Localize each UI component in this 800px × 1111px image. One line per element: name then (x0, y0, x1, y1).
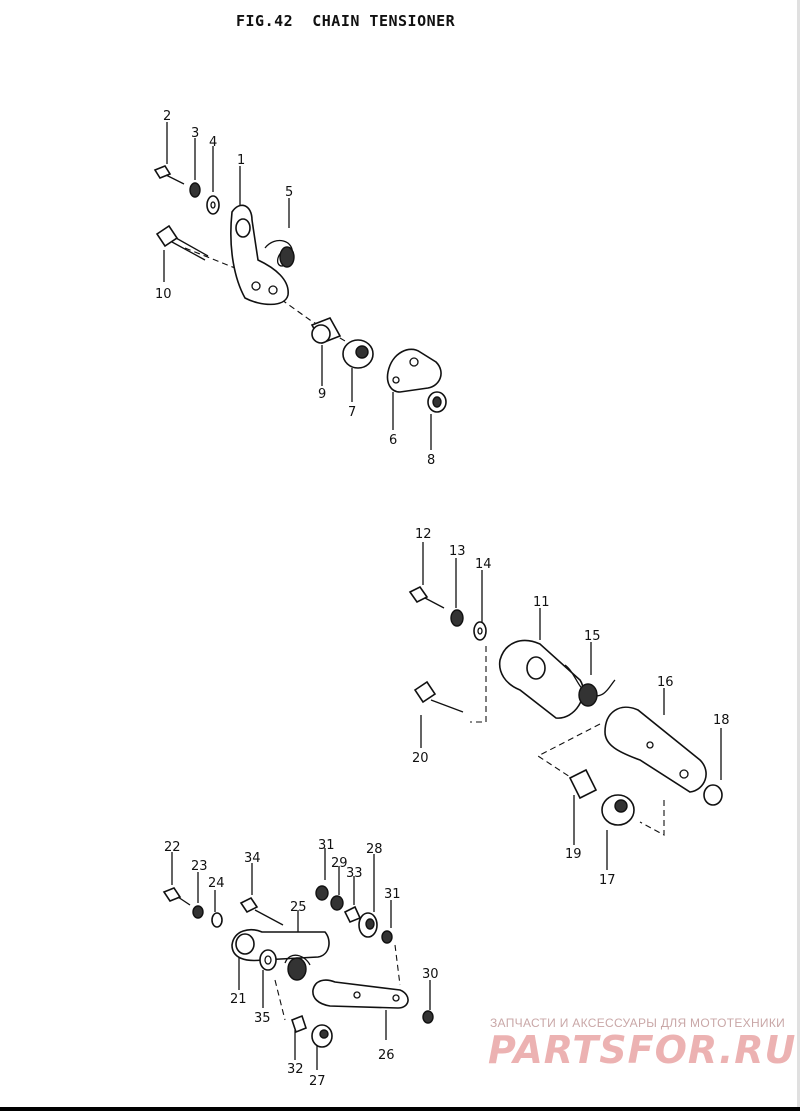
callout-25: 25 (290, 900, 307, 915)
callout-14: 14 (475, 557, 492, 572)
callout-5: 5 (285, 185, 293, 200)
callout-20: 20 (412, 751, 429, 766)
callout-labels: 1 2 3 4 5 6 7 8 9 10 11 12 13 14 15 16 1… (155, 109, 730, 1089)
assembly-middle (408, 542, 723, 870)
callout-31: 31 (318, 838, 335, 853)
assembly-lower (162, 848, 434, 1070)
callout-7: 7 (348, 405, 356, 420)
right-edge (797, 0, 800, 1111)
callout-35: 35 (254, 1011, 271, 1026)
callout-17: 17 (599, 873, 616, 888)
callout-19: 19 (565, 847, 582, 862)
callout-26: 26 (378, 1048, 395, 1063)
watermark-logo: PARTSFOR.RU (488, 1028, 797, 1072)
callout-27: 27 (309, 1074, 326, 1089)
assembly-upper (153, 122, 447, 450)
callout-6: 6 (389, 433, 397, 448)
callout-11: 11 (533, 595, 550, 610)
callout-3: 3 (191, 126, 199, 141)
callout-15: 15 (584, 629, 601, 644)
callout-24: 24 (208, 876, 225, 891)
figure-title: FIG.42 CHAIN TENSIONER (236, 12, 456, 30)
callout-29: 29 (331, 856, 348, 871)
callout-23: 23 (191, 859, 208, 874)
callout-18: 18 (713, 713, 730, 728)
callout-8: 8 (427, 453, 435, 468)
callout-2: 2 (163, 109, 171, 124)
callout-32: 32 (287, 1062, 304, 1077)
callout-33: 33 (346, 866, 363, 881)
callout-1: 1 (237, 153, 245, 168)
callout-13: 13 (449, 544, 466, 559)
callout-31b: 31 (384, 887, 401, 902)
callout-28: 28 (366, 842, 383, 857)
callout-21: 21 (230, 992, 247, 1007)
callout-30: 30 (422, 967, 439, 982)
callout-12: 12 (415, 527, 432, 542)
callout-10: 10 (155, 287, 172, 302)
watermark-caption: ЗАПЧАСТИ И АКСЕССУАРЫ ДЛЯ МОТОТЕХНИКИ (490, 1016, 786, 1030)
callout-9: 9 (318, 387, 326, 402)
callout-22: 22 (164, 840, 181, 855)
callout-34: 34 (244, 851, 261, 866)
callout-16: 16 (657, 675, 674, 690)
callout-4: 4 (209, 135, 217, 150)
bottom-edge (0, 1107, 800, 1111)
